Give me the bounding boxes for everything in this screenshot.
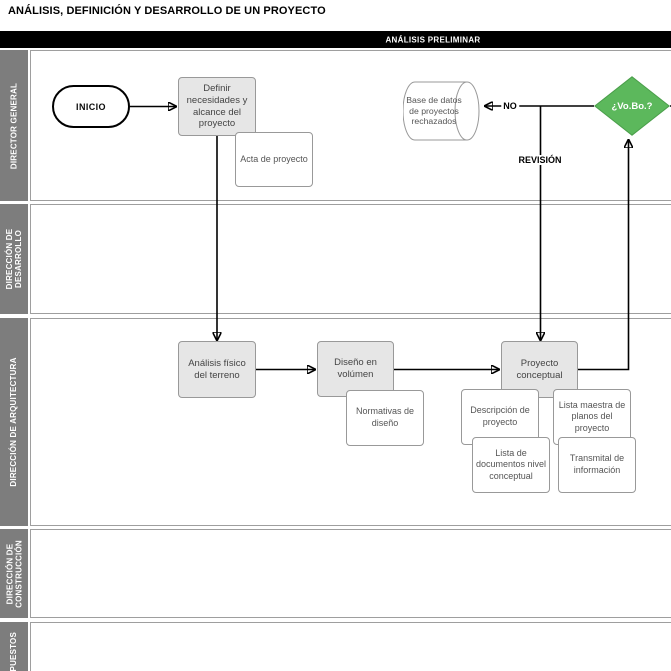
lane-label-direccion-construccion: DIRECCIÓN DE CONSTRUCCIÓN xyxy=(0,529,28,618)
node-inicio: INICIO xyxy=(52,85,130,128)
node-base-datos-label: Base de datos de proyectos rechazados xyxy=(406,94,462,127)
node-diseno-volumen: Diseño en volúmen xyxy=(317,341,394,397)
lane-label-direccion-arquitectura: DIRECCIÓN DE ARQUITECTURA xyxy=(0,318,28,526)
node-proyecto-conceptual: Proyecto conceptual xyxy=(501,341,578,398)
lane-label-direccion-desarrollo: DIRECCIÓN DE DESARROLLO xyxy=(0,204,28,314)
node-definir-label: Definir necesidades y alcance del proyec… xyxy=(186,83,248,130)
lane-direccion-construccion xyxy=(30,529,671,618)
node-transmital-label: Transmital de información xyxy=(569,453,625,475)
decision-diamond-icon xyxy=(593,76,671,136)
node-vobo-label: ¿Vo.Bo.? xyxy=(611,100,653,112)
node-lista-documentos-label: Lista de documentos nivel conceptual xyxy=(475,447,547,481)
node-normativas-label: Normativas de diseño xyxy=(355,406,415,428)
page-title: ANÁLISIS, DEFINICIÓN Y DESARROLLO DE UN … xyxy=(8,5,326,17)
node-diseno-label: Diseño en volúmen xyxy=(334,357,377,380)
node-descripcion-proyecto: Descripción de proyecto xyxy=(461,389,539,445)
lane-label-presupuestos: PRESUPUESTOS xyxy=(0,622,28,671)
node-vobo-decision: ¿Vo.Bo.? xyxy=(593,76,671,136)
edge-label-no: NO xyxy=(501,101,519,111)
phase-band: ANÁLISIS PRELIMINAR xyxy=(0,31,671,48)
node-normativas-diseno: Normativas de diseño xyxy=(346,390,424,446)
lane-presupuestos xyxy=(30,622,671,671)
node-transmital: Transmital de información xyxy=(558,437,636,493)
node-inicio-label: INICIO xyxy=(76,101,106,112)
lane-label-director-general: DIRECTOR GENERAL xyxy=(0,50,28,201)
edge-label-revision: REVISIÓN xyxy=(516,155,564,165)
lane-director-general xyxy=(30,50,671,201)
node-proyecto-label: Proyecto conceptual xyxy=(516,357,563,381)
node-definir-necesidades: Definir necesidades y alcance del proyec… xyxy=(178,77,256,136)
node-lista-maestra-label: Lista maestra de planos del proyecto xyxy=(558,399,626,433)
node-base-datos-cylinder: Base de datos de proyectos rechazados xyxy=(402,81,480,141)
edge-proyecto-to-vobo xyxy=(578,140,629,371)
lane-direccion-desarrollo xyxy=(30,204,671,314)
node-analisis-fisico: Análisis físico del terreno xyxy=(178,341,256,398)
node-descripcion-label: Descripción de proyecto xyxy=(470,405,530,427)
phase-band-label: ANÁLISIS PRELIMINAR xyxy=(385,35,481,44)
node-analisis-label: Análisis físico del terreno xyxy=(188,357,246,381)
node-acta-proyecto: Acta de proyecto xyxy=(235,132,313,187)
database-cylinder-icon xyxy=(402,81,480,141)
node-acta-label: Acta de proyecto xyxy=(240,153,308,164)
node-lista-documentos: Lista de documentos nivel conceptual xyxy=(472,437,550,493)
